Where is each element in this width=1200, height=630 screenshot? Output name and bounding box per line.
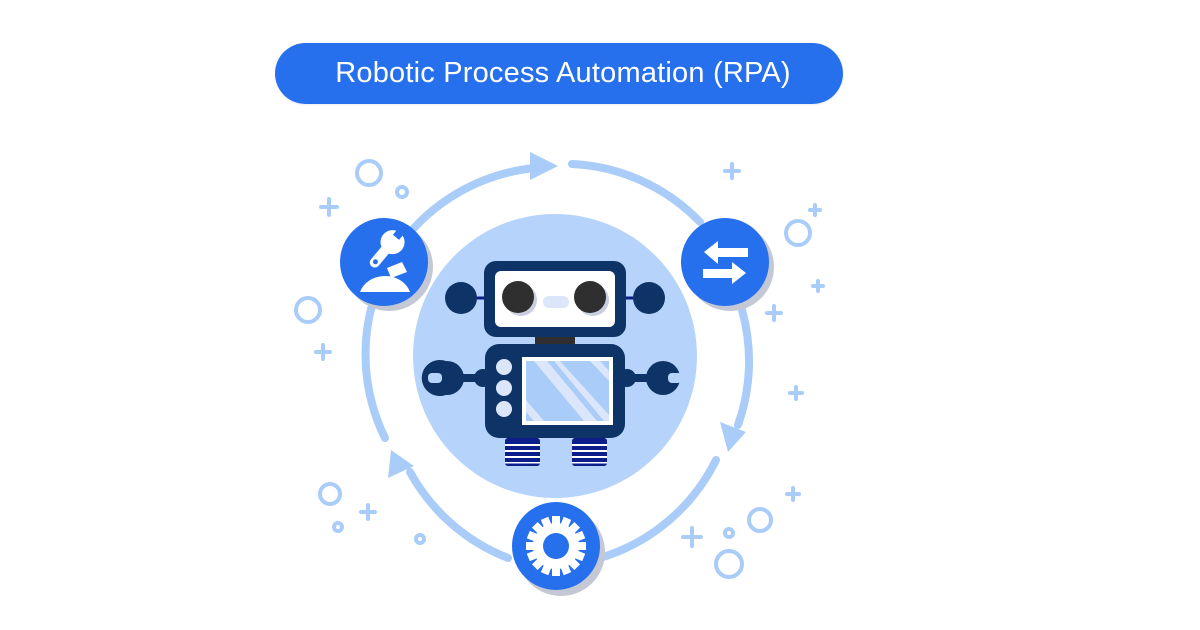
gear-icon — [512, 502, 605, 596]
wrench-arm-icon — [340, 218, 433, 311]
plus-decorations — [314, 162, 825, 548]
robot-icon — [421, 261, 682, 466]
decorations — [294, 159, 812, 579]
swap-arrows-icon — [681, 218, 774, 311]
cycle-arrowhead-top — [530, 152, 558, 180]
cycle-arrowhead-right — [720, 422, 746, 452]
title-banner: Robotic Process Automation (RPA) — [275, 43, 843, 104]
page-title: Robotic Process Automation (RPA) — [335, 57, 791, 89]
cycle-arrowhead-left — [388, 450, 414, 478]
